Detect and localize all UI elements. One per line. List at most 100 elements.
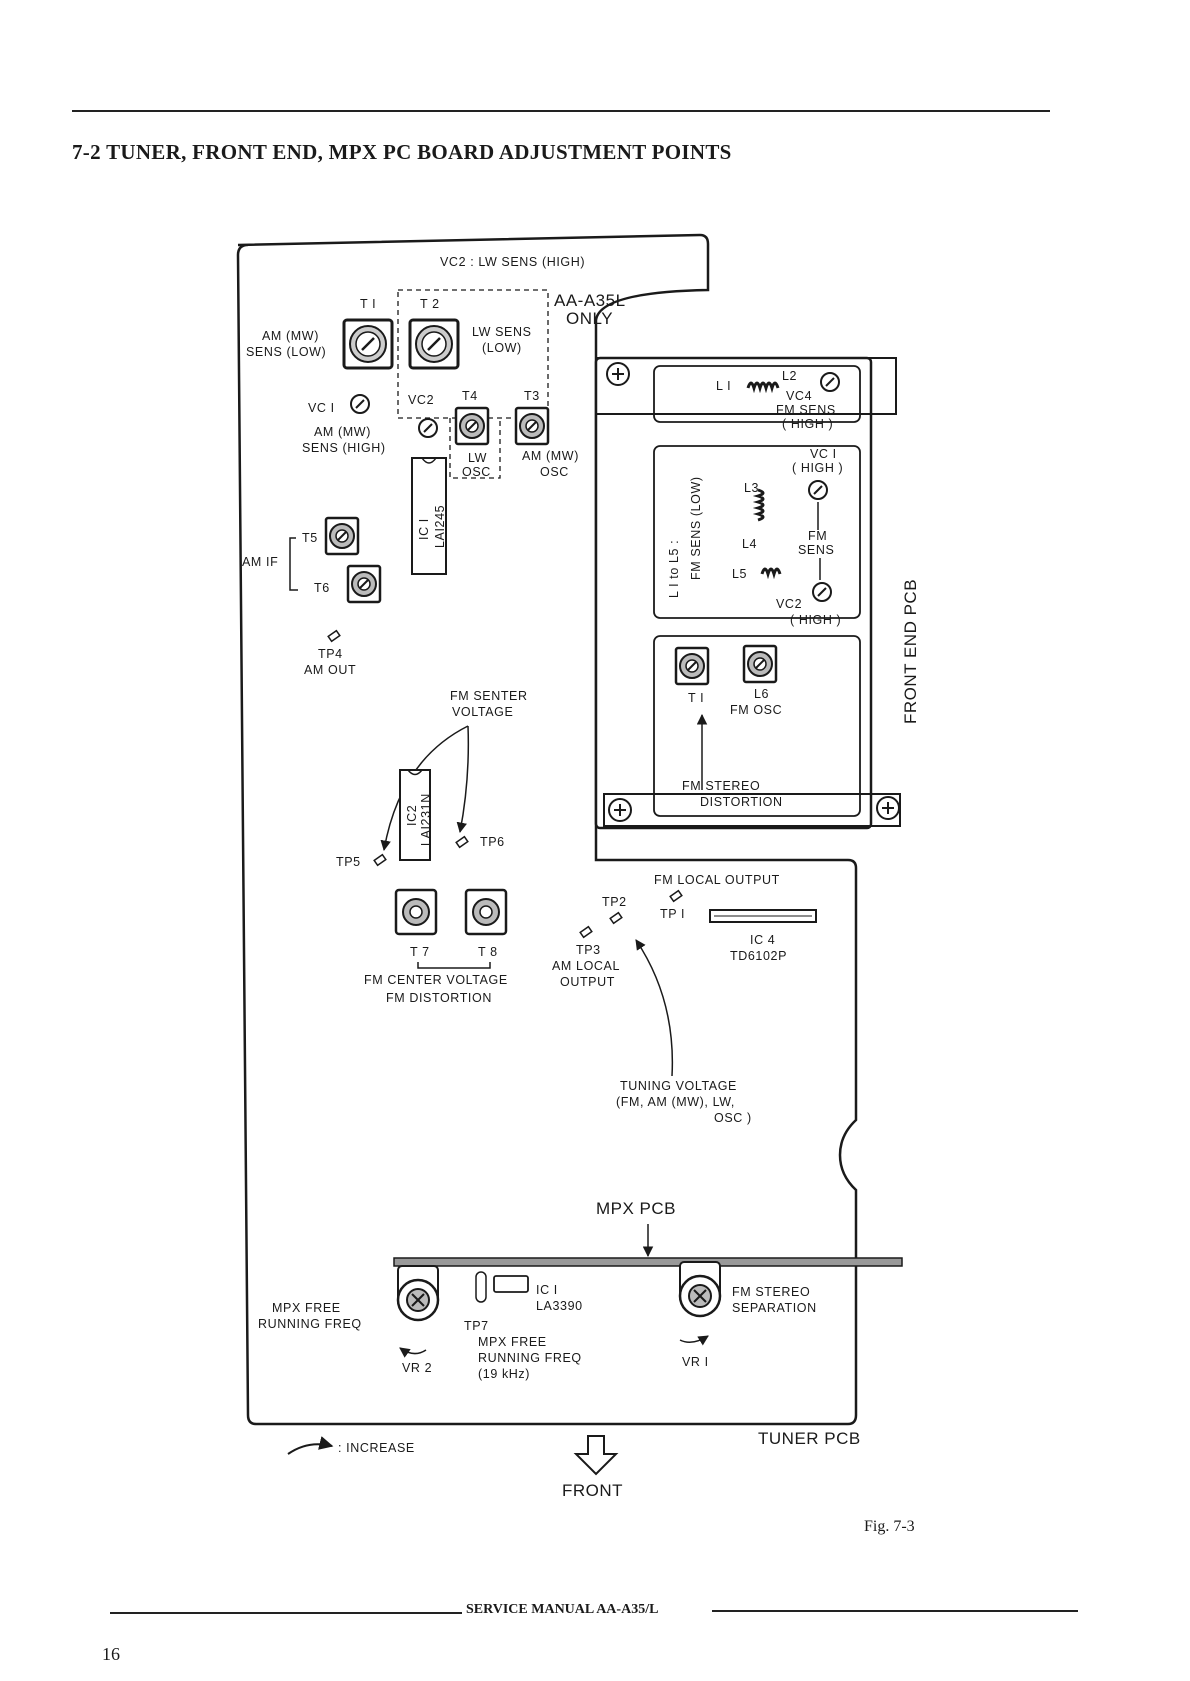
fe-vc2-high-label: ( HIGH ) <box>790 613 841 627</box>
fm-stereo-separation-label-1: FM STEREO <box>732 1285 810 1299</box>
vr2-icon <box>396 1265 440 1322</box>
tp6-label: TP6 <box>480 835 505 849</box>
am-mw-sens-low-label-1: AM (MW) <box>262 329 319 343</box>
header-rule <box>72 110 1050 112</box>
page-number: 16 <box>102 1644 120 1664</box>
mpx-pcb-label: MPX PCB <box>596 1199 676 1218</box>
lw-osc-label-1: LW <box>468 451 487 465</box>
tp7-desc-label-3: (19 kHz) <box>478 1367 530 1381</box>
tuning-voltage-label-3: OSC ) <box>714 1111 752 1125</box>
la3390-label: LA3390 <box>536 1299 583 1313</box>
fe-l1-to-l5-label: L I to L5 : <box>667 540 681 598</box>
section-title: 7-2 TUNER, FRONT END, MPX PC BOARD ADJUS… <box>72 140 732 164</box>
fm-distortion-label: FM DISTORTION <box>386 991 492 1005</box>
la1245-label: LAI245 <box>433 505 447 548</box>
coil-t1-fe-icon <box>674 646 710 686</box>
mpx-free-running-label-2: RUNNING FREQ <box>258 1317 362 1331</box>
t1-label: T I <box>360 297 376 311</box>
t2-label: T 2 <box>420 297 440 311</box>
screw-icon <box>608 798 632 822</box>
t5-label: T5 <box>302 531 318 545</box>
fe-fm-sens-label: FM SENS <box>776 403 836 417</box>
fm-center-voltage-label: FM CENTER VOLTAGE <box>364 973 508 987</box>
footer-rule-left <box>110 1612 462 1614</box>
fe-fm-osc-label: FM OSC <box>730 703 782 717</box>
lw-sens-label: LW SENS <box>472 325 532 339</box>
ic1-chip <box>411 457 447 575</box>
td6102p-label: TD6102P <box>730 949 787 963</box>
tp1-label: TP I <box>660 907 685 921</box>
front-label: FRONT <box>562 1481 623 1500</box>
tuner-pcb-outline <box>236 233 858 1426</box>
coil-t1-icon <box>342 318 394 370</box>
lw-osc-label-2: OSC <box>462 465 491 479</box>
tp7-desc-label-2: RUNNING FREQ <box>478 1351 582 1365</box>
ic1-mpx-chip <box>493 1275 529 1293</box>
screw-icon <box>876 796 900 820</box>
trimmer-vc4-icon <box>820 372 840 392</box>
tp7-desc-label-1: MPX FREE <box>478 1335 547 1349</box>
fm-senter-voltage-label-2: VOLTAGE <box>452 705 513 719</box>
trimmer-vc1-am-icon <box>350 394 370 414</box>
only-label: ONLY <box>566 309 613 328</box>
trimmer-vc1-icon <box>808 480 828 500</box>
footer-rule-right <box>712 1610 1078 1612</box>
t7-label: T 7 <box>410 945 430 959</box>
am-mw-osc-label-1: AM (MW) <box>522 449 579 463</box>
fe-l5-label: L5 <box>732 567 747 581</box>
fe-vc4-label: VC4 <box>786 389 812 403</box>
fe-l2-label: L2 <box>782 369 797 383</box>
coil-l6-icon <box>742 644 778 684</box>
tp4-pad-icon <box>327 629 341 643</box>
fe-fm-stereo-label: FM STEREO <box>682 779 760 793</box>
la1231n-label: LAI231N <box>419 793 433 846</box>
figure-caption: Fig. 7-3 <box>864 1518 915 1535</box>
fm-local-output-label: FM LOCAL OUTPUT <box>654 873 780 887</box>
tp3-label: TP3 <box>576 943 601 957</box>
am-mw-sens-low-label-2: SENS (LOW) <box>246 345 326 359</box>
increase-arrow-icon <box>287 1436 334 1455</box>
aa-a35l-label: AA-A35L <box>554 291 626 310</box>
fe-distortion-label: DISTORTION <box>700 795 783 809</box>
t8-label: T 8 <box>478 945 498 959</box>
coil-t2-icon <box>408 318 460 370</box>
fe-l1-label: L I <box>716 379 731 393</box>
fe-l3-label: L3 <box>744 481 759 495</box>
tp5-label: TP5 <box>336 855 361 869</box>
trimmer-vc2-icon <box>812 582 832 602</box>
coil-t4-icon <box>454 406 490 446</box>
tp7-pin <box>475 1271 487 1303</box>
fm-senter-voltage-label-1: FM SENTER <box>450 689 528 703</box>
screw-icon <box>606 362 630 386</box>
t3-label: T3 <box>524 389 540 403</box>
vc1-label: VC I <box>308 401 335 415</box>
tp4-label: TP4 <box>318 647 343 661</box>
lw-sens-low-label: (LOW) <box>482 341 522 355</box>
am-if-label: AM IF <box>242 555 278 569</box>
am-out-label: AM OUT <box>304 663 356 677</box>
fe-vc2-label: VC2 <box>776 597 802 611</box>
ic1-label: IC I <box>417 518 431 540</box>
tp7-label: TP7 <box>464 1319 489 1333</box>
front-end-pcb-label: FRONT END PCB <box>901 579 920 724</box>
tuner-pcb-label: TUNER PCB <box>758 1429 861 1448</box>
trimmer-vc2-lw-icon <box>418 418 438 438</box>
vr1-label: VR I <box>682 1355 709 1369</box>
tp5-pad-icon <box>373 853 387 867</box>
mpx-free-running-label-1: MPX FREE <box>272 1301 341 1315</box>
fm-stereo-separation-label-2: SEPARATION <box>732 1301 817 1315</box>
coil-l5-icon <box>760 567 782 580</box>
ic4-label: IC 4 <box>750 933 775 947</box>
fe-l6-label: L6 <box>754 687 769 701</box>
coil-t6-icon <box>346 564 382 604</box>
coil-t3-icon <box>514 406 550 446</box>
fe-t1-label: T I <box>688 691 704 705</box>
t6-label: T6 <box>314 581 330 595</box>
coil-t5-icon <box>324 516 360 556</box>
front-arrow-icon <box>573 1435 619 1476</box>
vr1-icon <box>678 1261 722 1318</box>
ic2-chip <box>399 769 431 861</box>
fe-fm-label: FM <box>808 529 827 543</box>
